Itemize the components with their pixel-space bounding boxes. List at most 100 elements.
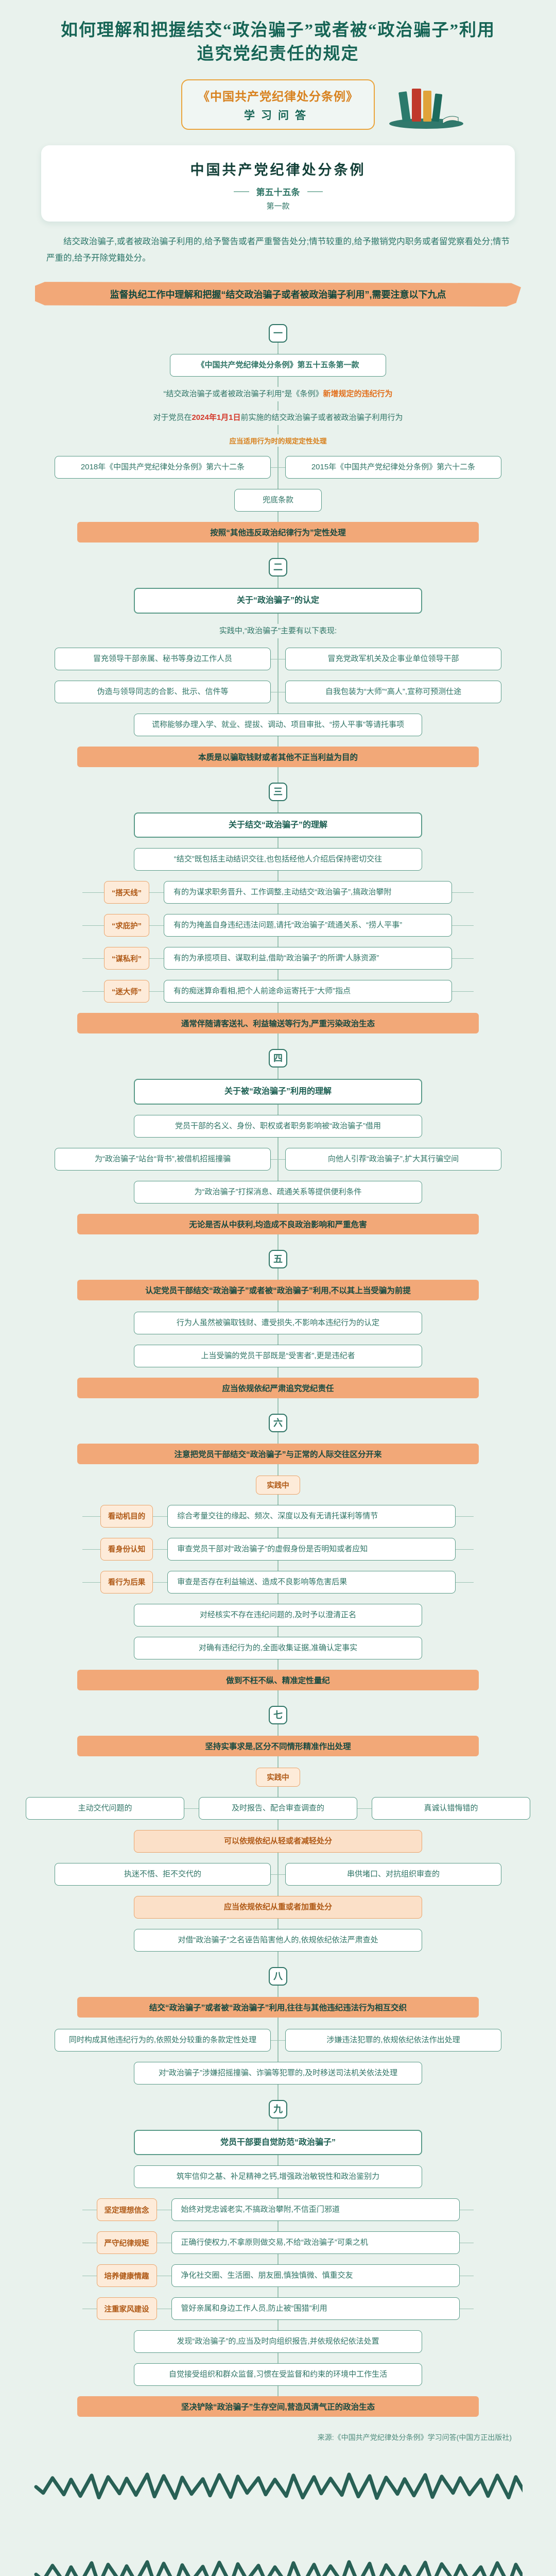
flow-box: 同时构成其他违纪行为的,依照处分较重的条款定性处理 — [55, 2028, 271, 2052]
flow-box: 综合考量交往的缘起、频次、深度以及有无请托谋利等情节 — [167, 1504, 456, 1528]
flow-box: 冒充领导干部亲属、秘书等身边工作人员 — [55, 647, 271, 670]
section-badge: 二 — [269, 558, 287, 577]
flow-box: 为“政治骗子”打探消息、疏通关系等提供便利条件 — [134, 1180, 422, 1204]
flow-box: 筑牢信仰之基、补足精神之钙,增强政治敏锐性和政治鉴别力 — [134, 2165, 422, 2189]
highlight-bar: 认定党员干部结交“政治骗子”或者被“政治骗子”利用,不以其上当受骗为前提 — [77, 1279, 479, 1300]
condition-tag: 看动机目的 — [100, 1504, 153, 1528]
flow-box: 有的为掩盖自身违纪违法问题,请托“政治骗子”疏通关系、“捞人平事” — [164, 914, 452, 937]
flow-box: 真诚认错悔错的 — [372, 1797, 530, 1820]
flow-box: 主动交代问题的 — [26, 1797, 184, 1820]
highlight-bar: 应当依规依纪严肃追究党纪责任 — [77, 1377, 479, 1398]
section-badge: 九 — [269, 2099, 287, 2119]
flow-box: 对经核实不存在违纪问题的,及时予以澄清正名 — [134, 1603, 422, 1626]
card-title: 中国共产党纪律处分条例 — [190, 162, 366, 178]
condition-tag: 看身份认知 — [100, 1537, 153, 1561]
series-badge-frame: 《中国共产党纪律处分条例》 学习问答 — [181, 79, 375, 130]
labeled-row: “搭天线” 有的为谋求职务晋升、工作调整,主动结交“政治骗子”,搞政治攀附 — [26, 881, 530, 904]
flow-box: 行为人虽然被骗取钱财、遭受损失,不影响本违纪行为的认定 — [134, 1311, 422, 1334]
badge-series-label: 学习问答 — [244, 110, 312, 122]
flow-box: 有的痴迷算命看相,把个人前途命运寄托于“大师”指点 — [164, 980, 452, 1003]
highlight-bar: 结交“政治骗子”或者被“政治骗子”利用,往往与其他违纪违法行为相互交织 — [77, 1996, 479, 2018]
section-badge: 四 — [269, 1049, 287, 1068]
labeled-row: 看动机目的综合考量交往的缘起、频次、深度以及有无请托谋利等情节 — [26, 1504, 530, 1528]
highlight-bar: 做到不枉不纵、精准定性量纪 — [77, 1669, 479, 1690]
labeled-row: 培养健康情趣净化社交圈、生活圈、朋友圈,慎独慎微、慎重交友 — [26, 2264, 530, 2287]
flow-text: 对于党员在2024年1月1日前实施的结交政治骗子或者被政治骗子利用行为 — [148, 411, 408, 426]
dash-decoration — [307, 191, 323, 192]
page-title-line1: 如何理解和把握结交“政治骗子”或者被“政治骗子”利用 — [61, 21, 495, 40]
condition-tag: 注重家风建设 — [96, 2297, 157, 2320]
flow-box: 对“政治骗子”涉嫌招摇撞骗、诈骗等犯罪的,及时移送司法机关依法处理 — [134, 2061, 422, 2084]
flow-section-7: 七坚持实事求是,区分不同情形精准作出处理实践中主动交代问题的及时报告、配合审查调… — [0, 1705, 556, 1952]
regulation-card: 中国共产党纪律处分条例 第五十五条 第一款 — [41, 145, 515, 222]
box-row: 为“政治骗子”站台“背书”,被借机招摇撞骗向他人引荐“政治骗子”,扩大其行骗空间 — [26, 1147, 530, 1171]
flow-box: 管好亲属和身边工作人员,防止被“围猎”利用 — [171, 2297, 460, 2320]
highlight-bar: 坚持实事求是,区分不同情形精准作出处理 — [77, 1735, 479, 1756]
scribble-divider — [34, 2560, 523, 2576]
highlight-bar: 通常伴随请客送礼、利益输送等行为,严重污染政治生态 — [77, 1013, 479, 1034]
books-icon — [389, 89, 463, 129]
series-badge: 《中国共产党纪律处分条例》 学习问答 — [118, 79, 463, 130]
flow-box: 净化社交圈、生活圈、朋友圈,慎独慎微、慎重交友 — [171, 2264, 460, 2287]
flow-box: 正确行使权力,不拿原则做交易,不给“政治骗子”可乘之机 — [171, 2231, 460, 2255]
flow-box: “结交”既包括主动结识交往,也包括经他人介绍后保持密切交往 — [134, 848, 422, 871]
flow-box: 自觉接受组织和群众监督,习惯在受监督和约束的环境中工作生活 — [134, 2363, 422, 2386]
highlight-bar: 按照“其他违反政治纪律行为”定性处理 — [77, 522, 479, 543]
flow-box: 应当依规依纪从重或者加重处分 — [134, 1895, 422, 1919]
flow-box: 伪造与领导同志的合影、批示、信件等 — [55, 680, 271, 703]
highlight-bar: 坚决铲除“政治骗子”生存空间,营造风清气正的政治生态 — [77, 2396, 479, 2417]
poster-header: 如何理解和把握结交“政治骗子”或者被“政治骗子”利用 追究党纪责任的规定 《中国… — [0, 0, 556, 307]
card-clause: 第一款 — [266, 202, 290, 211]
card-article-label: 第五十五条 — [256, 188, 300, 198]
flow-section-3: 三关于结交“政治骗子”的理解“结交”既包括主动结识交往,也包括经他人介绍后保持密… — [0, 782, 556, 1034]
flow-box: 有的为承揽项目、谋取利益,借助“政治骗子”的所谓“人脉资源” — [164, 947, 452, 970]
scribble-divider — [34, 2472, 523, 2500]
section-badge: 一 — [269, 324, 287, 343]
flow-box: 及时报告、配合审查调查的 — [199, 1797, 357, 1820]
highlight-bar: 无论是否从中获利,均造成不良政治影响和严重危害 — [77, 1213, 479, 1234]
flow-text: 实践中,“政治骗子”主要有以下表现: — [214, 623, 342, 638]
practice-tag: 实践中 — [256, 1767, 300, 1787]
flow-box: 可以依规依纪从轻或者减轻处分 — [134, 1829, 422, 1853]
flow-box: 审查是否存在利益输送、造成不良影响等危害后果 — [167, 1570, 456, 1594]
flow-section-8: 八结交“政治骗子”或者被“政治骗子”利用,往往与其他违纪违法行为相互交织同时构成… — [0, 1967, 556, 2084]
flow-box: 上当受骗的党员干部既是“受害者”,更是违纪者 — [134, 1344, 422, 1367]
flow-box: 自我包装为“大师”“高人”,宣称可预测仕途 — [285, 680, 501, 703]
box-row: 主动交代问题的及时报告、配合审查调查的真诚认错悔错的 — [26, 1797, 530, 1820]
flow-box: 为“政治骗子”站台“背书”,被借机招摇撞骗 — [55, 1147, 271, 1171]
section-badge: 六 — [269, 1413, 287, 1432]
flow-box: 2015年《中国共产党纪律处分条例》第六十二条 — [285, 456, 501, 479]
condition-tag: 严守纪律规矩 — [96, 2231, 157, 2255]
practice-tag: 实践中 — [256, 1475, 300, 1495]
attribution: 来源:《中国共产党纪律处分条例》学习问答(中国方正出版社) — [317, 2433, 512, 2442]
flow-box: 向他人引荐“政治骗子”,扩大其行骗空间 — [285, 1147, 501, 1171]
flow-box: 关于“政治骗子”的认定 — [134, 588, 422, 614]
condition-tag: 培养健康情趣 — [96, 2264, 157, 2287]
flow-box: 涉嫌违法犯罪的,依规依纪依法作出处理 — [285, 2028, 501, 2052]
highlight-bar: 本质是以骗取钱财或者其他不正当利益为目的 — [77, 746, 479, 767]
practice-tag-row: 实践中 — [0, 1475, 556, 1495]
condition-tag: “搭天线” — [104, 881, 149, 904]
dash-decoration — [233, 191, 249, 192]
labeled-row: “求庇护”有的为掩盖自身违纪违法问题,请托“政治骗子”疏通关系、“捞人平事” — [26, 914, 530, 937]
flow-box: 党员干部的名义、身份、职权或者职务影响被“政治骗子”借用 — [134, 1114, 422, 1138]
labeled-row: “谋私利”有的为承揽项目、谋取利益,借助“政治骗子”的所谓“人脉资源” — [26, 947, 530, 970]
labeled-row: “迷大师” 有的痴迷算命看相,把个人前途命运寄托于“大师”指点 — [26, 980, 530, 1003]
section-badge: 五 — [269, 1249, 287, 1268]
box-row: 伪造与领导同志的合影、批示、信件等自我包装为“大师”“高人”,宣称可预测仕途 — [26, 680, 530, 703]
flow-box: 有的为谋求职务晋升、工作调整,主动结交“政治骗子”,搞政治攀附 — [164, 881, 452, 904]
flowchart: 一《中国共产党纪律处分条例》第五十五条第一款“结交政治骗子或者被政治骗子利用”是… — [0, 324, 556, 2417]
regulation-text: 结交政治骗子,或者被政治骗子利用的,给予警告或者严重警告处分;情节较重的,给予撤… — [46, 237, 510, 263]
intro-highlight-bar: 监督执纪工作中理解和把握“结交政治骗子或者被政治骗子利用”,需要注意以下九点 — [35, 282, 521, 307]
flow-box: 关于结交“政治骗子”的理解 — [134, 812, 422, 838]
card-article: 第五十五条 — [41, 185, 515, 198]
flow-box: 对确有违纪行为的,全面收集证据,准确认定事实 — [134, 1636, 422, 1659]
flow-note: 应当适用行为时的规定定性处理 — [224, 434, 332, 447]
condition-tag: “迷大师” — [104, 980, 149, 1003]
flow-text: “结交政治骗子或者被政治骗子利用”是《条例》新增规定的违纪行为 — [158, 387, 398, 402]
flow-box: 冒充党政军机关及企事业单位领导干部 — [285, 647, 501, 670]
flow-section-5: 五认定党员干部结交“政治骗子”或者被“政治骗子”利用,不以其上当受骗为前提行为人… — [0, 1249, 556, 1398]
flow-section-9: 九党员干部要自觉防范“政治骗子”筑牢信仰之基、补足精神之钙,增强政治敏锐性和政治… — [0, 2099, 556, 2417]
